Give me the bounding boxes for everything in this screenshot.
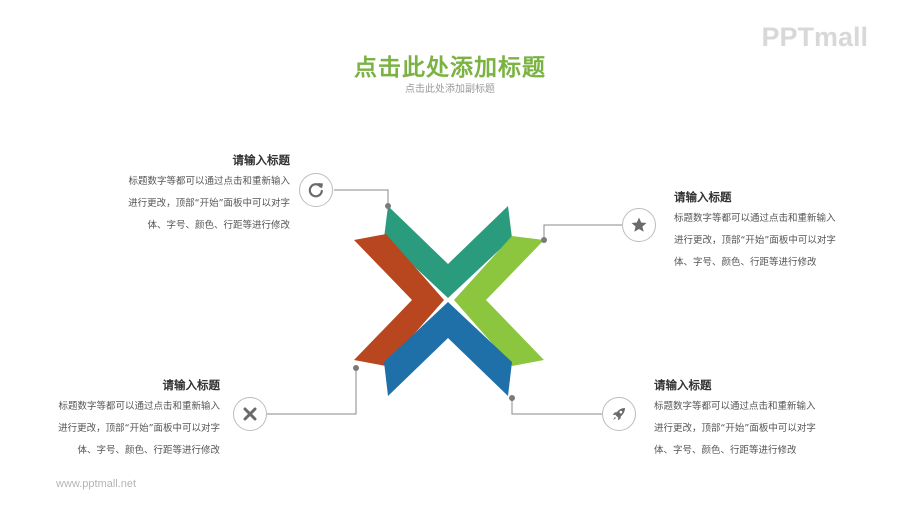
description-line: 体、字号、颜色、行距等进行修改 (147, 220, 290, 231)
info-description[interactable]: 标题数字等都可以通过点击和重新输入 进行更改，顶部“开始”面板中可以对字 体、字… (58, 396, 220, 462)
connector-bottom-left (267, 368, 357, 415)
description-line: 进行更改，顶部“开始”面板中可以对字 (58, 423, 220, 434)
info-description[interactable]: 标题数字等都可以通过点击和重新输入 进行更改，顶部“开始”面板中可以对字 体、字… (654, 396, 816, 462)
info-block-bottom-right: 请输入标题 标题数字等都可以通过点击和重新输入 进行更改，顶部“开始”面板中可以… (654, 377, 816, 462)
page-title[interactable]: 点击此处添加标题 (354, 55, 546, 81)
rocket-icon (612, 408, 625, 421)
description-line: 体、字号、颜色、行距等进行修改 (77, 445, 220, 456)
connector-top-right (543, 224, 622, 240)
description-line: 标题数字等都可以通过点击和重新输入 (674, 213, 836, 224)
description-line: 标题数字等都可以通过点击和重新输入 (58, 401, 220, 412)
description-line: 进行更改，顶部“开始”面板中可以对字 (674, 235, 836, 246)
teal-arrow (384, 206, 512, 298)
refresh-icon-circle (299, 173, 333, 207)
info-block-top-right: 请输入标题 标题数字等都可以通过点击和重新输入 进行更改，顶部“开始”面板中可以… (674, 189, 836, 274)
orange-arrow (354, 234, 444, 366)
connector-dot-bottom-left (353, 365, 359, 371)
star-icon-circle (622, 208, 656, 242)
description-line: 体、字号、颜色、行距等进行修改 (654, 445, 797, 456)
description-line: 体、字号、颜色、行距等进行修改 (674, 257, 817, 268)
rocket-icon-circle (602, 397, 636, 431)
info-block-bottom-left: 请输入标题 标题数字等都可以通过点击和重新输入 进行更改，顶部“开始”面板中可以… (58, 377, 220, 462)
connector-dot-top-right (541, 237, 547, 243)
description-line: 标题数字等都可以通过点击和重新输入 (128, 176, 290, 187)
connector-top-left (334, 189, 389, 206)
info-description[interactable]: 标题数字等都可以通过点击和重新输入 进行更改，顶部“开始”面板中可以对字 体、字… (128, 171, 290, 237)
green-arrow (454, 236, 544, 366)
x-arrows-graphic (354, 206, 544, 396)
refresh-icon (308, 183, 323, 198)
connector-bottom-right (511, 398, 602, 415)
page-subtitle[interactable]: 点击此处添加副标题 (405, 84, 495, 95)
info-title[interactable]: 请输入标题 (674, 190, 732, 204)
description-line: 进行更改，顶部“开始”面板中可以对字 (654, 423, 816, 434)
description-line: 进行更改，顶部“开始”面板中可以对字 (128, 198, 290, 209)
brand-logo: PPTmall (761, 22, 868, 52)
close-icon (243, 407, 257, 421)
close-icon-circle (233, 397, 267, 431)
connector-dot-bottom-right (509, 395, 515, 401)
info-block-top-left: 请输入标题 标题数字等都可以通过点击和重新输入 进行更改，顶部“开始”面板中可以… (128, 152, 290, 237)
footer-url[interactable]: www.pptmall.net (56, 478, 137, 490)
star-icon (631, 217, 647, 232)
blue-arrow (384, 302, 512, 396)
connector-dot-top-left (385, 203, 391, 209)
description-line: 标题数字等都可以通过点击和重新输入 (654, 401, 816, 412)
info-description[interactable]: 标题数字等都可以通过点击和重新输入 进行更改，顶部“开始”面板中可以对字 体、字… (674, 208, 836, 274)
info-title[interactable]: 请输入标题 (654, 378, 712, 392)
info-title[interactable]: 请输入标题 (162, 378, 221, 392)
info-title[interactable]: 请输入标题 (232, 153, 291, 167)
